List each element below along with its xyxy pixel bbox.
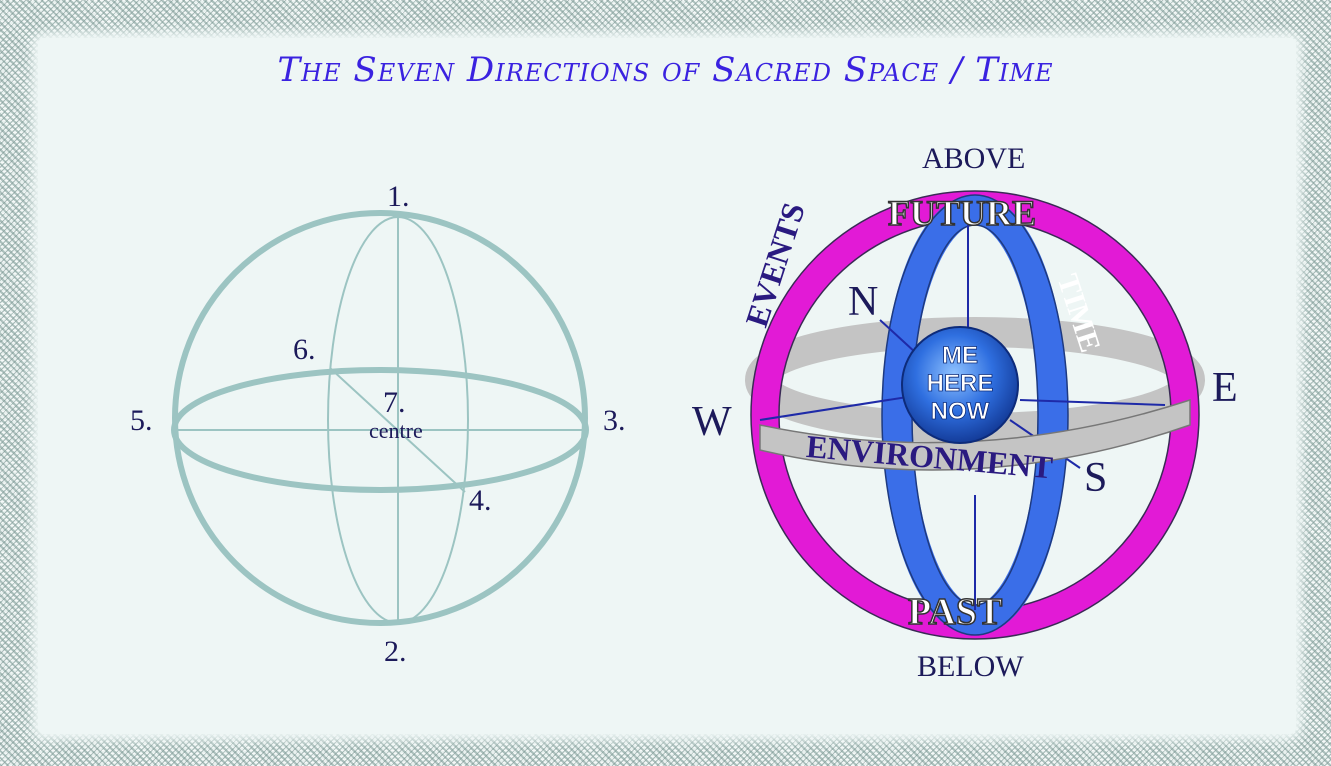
east-label: E — [1212, 365, 1238, 411]
label-2: 2. — [384, 635, 407, 668]
axis-west — [759, 394, 921, 421]
south-label: S — [1084, 455, 1108, 501]
label-7: 7. — [383, 386, 406, 419]
west-label: W — [692, 399, 732, 445]
above-label: ABOVE — [922, 142, 1026, 175]
north-label: N — [848, 279, 879, 325]
label-5: 5. — [130, 404, 153, 437]
time-ring — [882, 195, 1068, 635]
globe-line-me: ME — [942, 342, 979, 370]
label-4: 4. — [469, 484, 492, 517]
axis-east — [1019, 399, 1166, 406]
past-label: PAST — [907, 590, 1003, 634]
page-title: The Seven Directions of Sacred Space / T… — [277, 50, 1054, 90]
label-1: 1. — [387, 180, 410, 213]
globe-line-here: HERE — [926, 370, 994, 398]
label-3: 3. — [603, 404, 626, 437]
environment-ring-front — [759, 398, 1191, 471]
equator-ellipse — [171, 367, 589, 493]
globe-line-now: NOW — [930, 398, 990, 426]
me-here-now-globe — [901, 326, 1019, 444]
depth-axis — [329, 367, 466, 493]
globe-text: ME HERE NOW — [902, 342, 1018, 426]
below-label: BELOW — [917, 650, 1024, 683]
future-label: FUTURE — [887, 192, 1037, 234]
label-6: 6. — [293, 333, 316, 366]
label-centre: centre — [369, 418, 423, 443]
